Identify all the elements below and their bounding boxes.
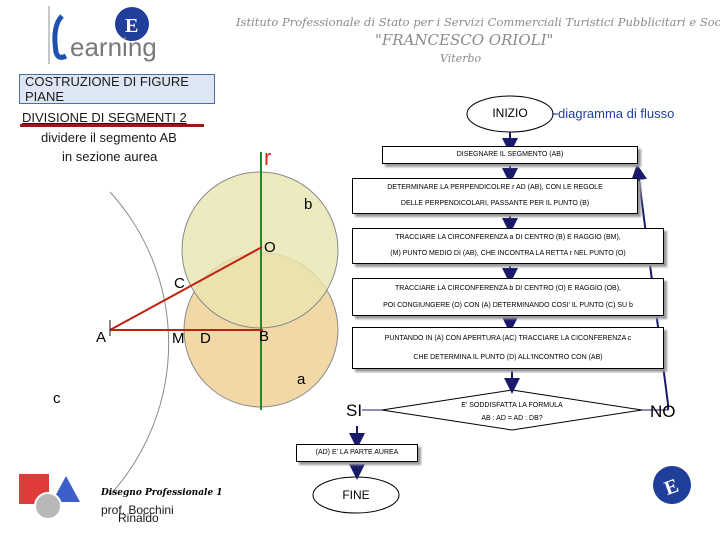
step-circle-a-line1: TRACCIARE LA CIRCONFERENZA a DI CENTRO (…	[395, 234, 621, 241]
subtitle-line-3: in sezione aurea	[62, 149, 158, 164]
institute-line-1: Istituto Professionale di Stato per i Se…	[236, 15, 720, 29]
step-perpendicular-line2: DELLE PERPENDICOLARI, PASSANTE PER IL PU…	[400, 200, 590, 207]
step-circle-b-line1: TRACCIARE LA CIRCONFERENZA b DI CENTRO (…	[395, 285, 621, 292]
label-b-point: B	[259, 328, 270, 345]
footer-author-1: prof. Bocchini	[101, 503, 174, 517]
title-line-2: PIANE	[25, 89, 65, 104]
decision-diamond	[381, 389, 643, 431]
title-line-1: COSTRUZIONE DI FIGURE	[25, 74, 189, 89]
svg-text:E: E	[125, 15, 138, 37]
footer-author-2: Rinaldo	[118, 511, 159, 525]
e-logo-icon: E	[653, 466, 691, 504]
result-box: (AD) E' LA PARTE AUREA	[296, 444, 418, 462]
institute-line-2: "FRANCESCO ORIOLI"	[375, 31, 554, 49]
step-circle-b-line2: POI CONGIUNGERE (O) CON (A) DETERMINANDO…	[383, 302, 633, 309]
step-perpendicular: DETERMINARE LA PERPENDICOLRE r AD (AB), …	[352, 178, 638, 214]
start-label: INIZIO	[492, 106, 528, 120]
shapes-icon	[19, 474, 80, 520]
label-m: M	[172, 330, 185, 347]
label-r: r	[264, 145, 272, 170]
decision-line1: E' SODDISFATTA LA FORMULA	[461, 402, 563, 409]
decision-text: E' SODDISFATTA LA FORMULA AB : AD = AD :…	[422, 399, 602, 425]
label-a-circle: a	[297, 371, 306, 388]
subtitle-line-2: dividere il segmento AB	[41, 130, 177, 145]
step-circle-a: TRACCIARE LA CIRCONFERENZA a DI CENTRO (…	[352, 228, 664, 264]
label-c-point: C	[174, 275, 185, 292]
institute-line-3: Viterbo	[440, 52, 482, 65]
label-d: D	[200, 330, 211, 347]
result-text: (AD) E' LA PARTE AUREA	[315, 449, 399, 456]
subtitle-line-1: DIVISIONE DI SEGMENTI 2	[22, 110, 187, 125]
learning-logo: E earning	[48, 6, 157, 64]
end-label: FINE	[342, 488, 370, 502]
label-o: O	[264, 239, 276, 256]
circle-c-arc	[109, 191, 170, 496]
label-b: b	[304, 196, 313, 213]
logo-text: earning	[70, 32, 157, 62]
step-circle-c: PUNTANDO IN (A) CON APERTURA (AC) TRACCI…	[352, 327, 664, 369]
step-draw-segment-text: DISEGNARE IL SEGMENTO (AB)	[456, 151, 564, 158]
footer-course: Disegno Professionale 1	[101, 488, 223, 498]
title-box: COSTRUZIONE DI FIGURE PIANE	[19, 74, 215, 104]
flowchart-title: diagramma di flusso	[558, 106, 675, 121]
header: E earning Istituto Professionale di Stat…	[0, 0, 720, 70]
step-circle-c-line1: PUNTANDO IN (A) CON APERTURA (AC) TRACCI…	[384, 335, 632, 342]
segment-ao	[109, 246, 263, 331]
no-label: NO	[650, 402, 676, 421]
step-draw-segment: DISEGNARE IL SEGMENTO (AB)	[382, 146, 638, 164]
subtitle-underline	[20, 124, 204, 127]
step-circle-a-line2: (M) PUNTO MEDIO DI (AB), CHE INCONTRA LA…	[390, 250, 626, 257]
label-c-circle: c	[53, 390, 61, 407]
step-circle-b: TRACCIARE LA CIRCONFERENZA b DI CENTRO (…	[352, 278, 664, 316]
label-a: A	[96, 329, 107, 346]
decision-line2: AB : AD = AD : DB?	[481, 415, 543, 422]
step-circle-c-line2: CHE DETERMINA IL PUNTO (D) ALL'INCONTRO …	[413, 354, 603, 361]
yes-label: SI	[346, 401, 363, 420]
step-perpendicular-line1: DETERMINARE LA PERPENDICOLRE r AD (AB), …	[387, 184, 603, 191]
